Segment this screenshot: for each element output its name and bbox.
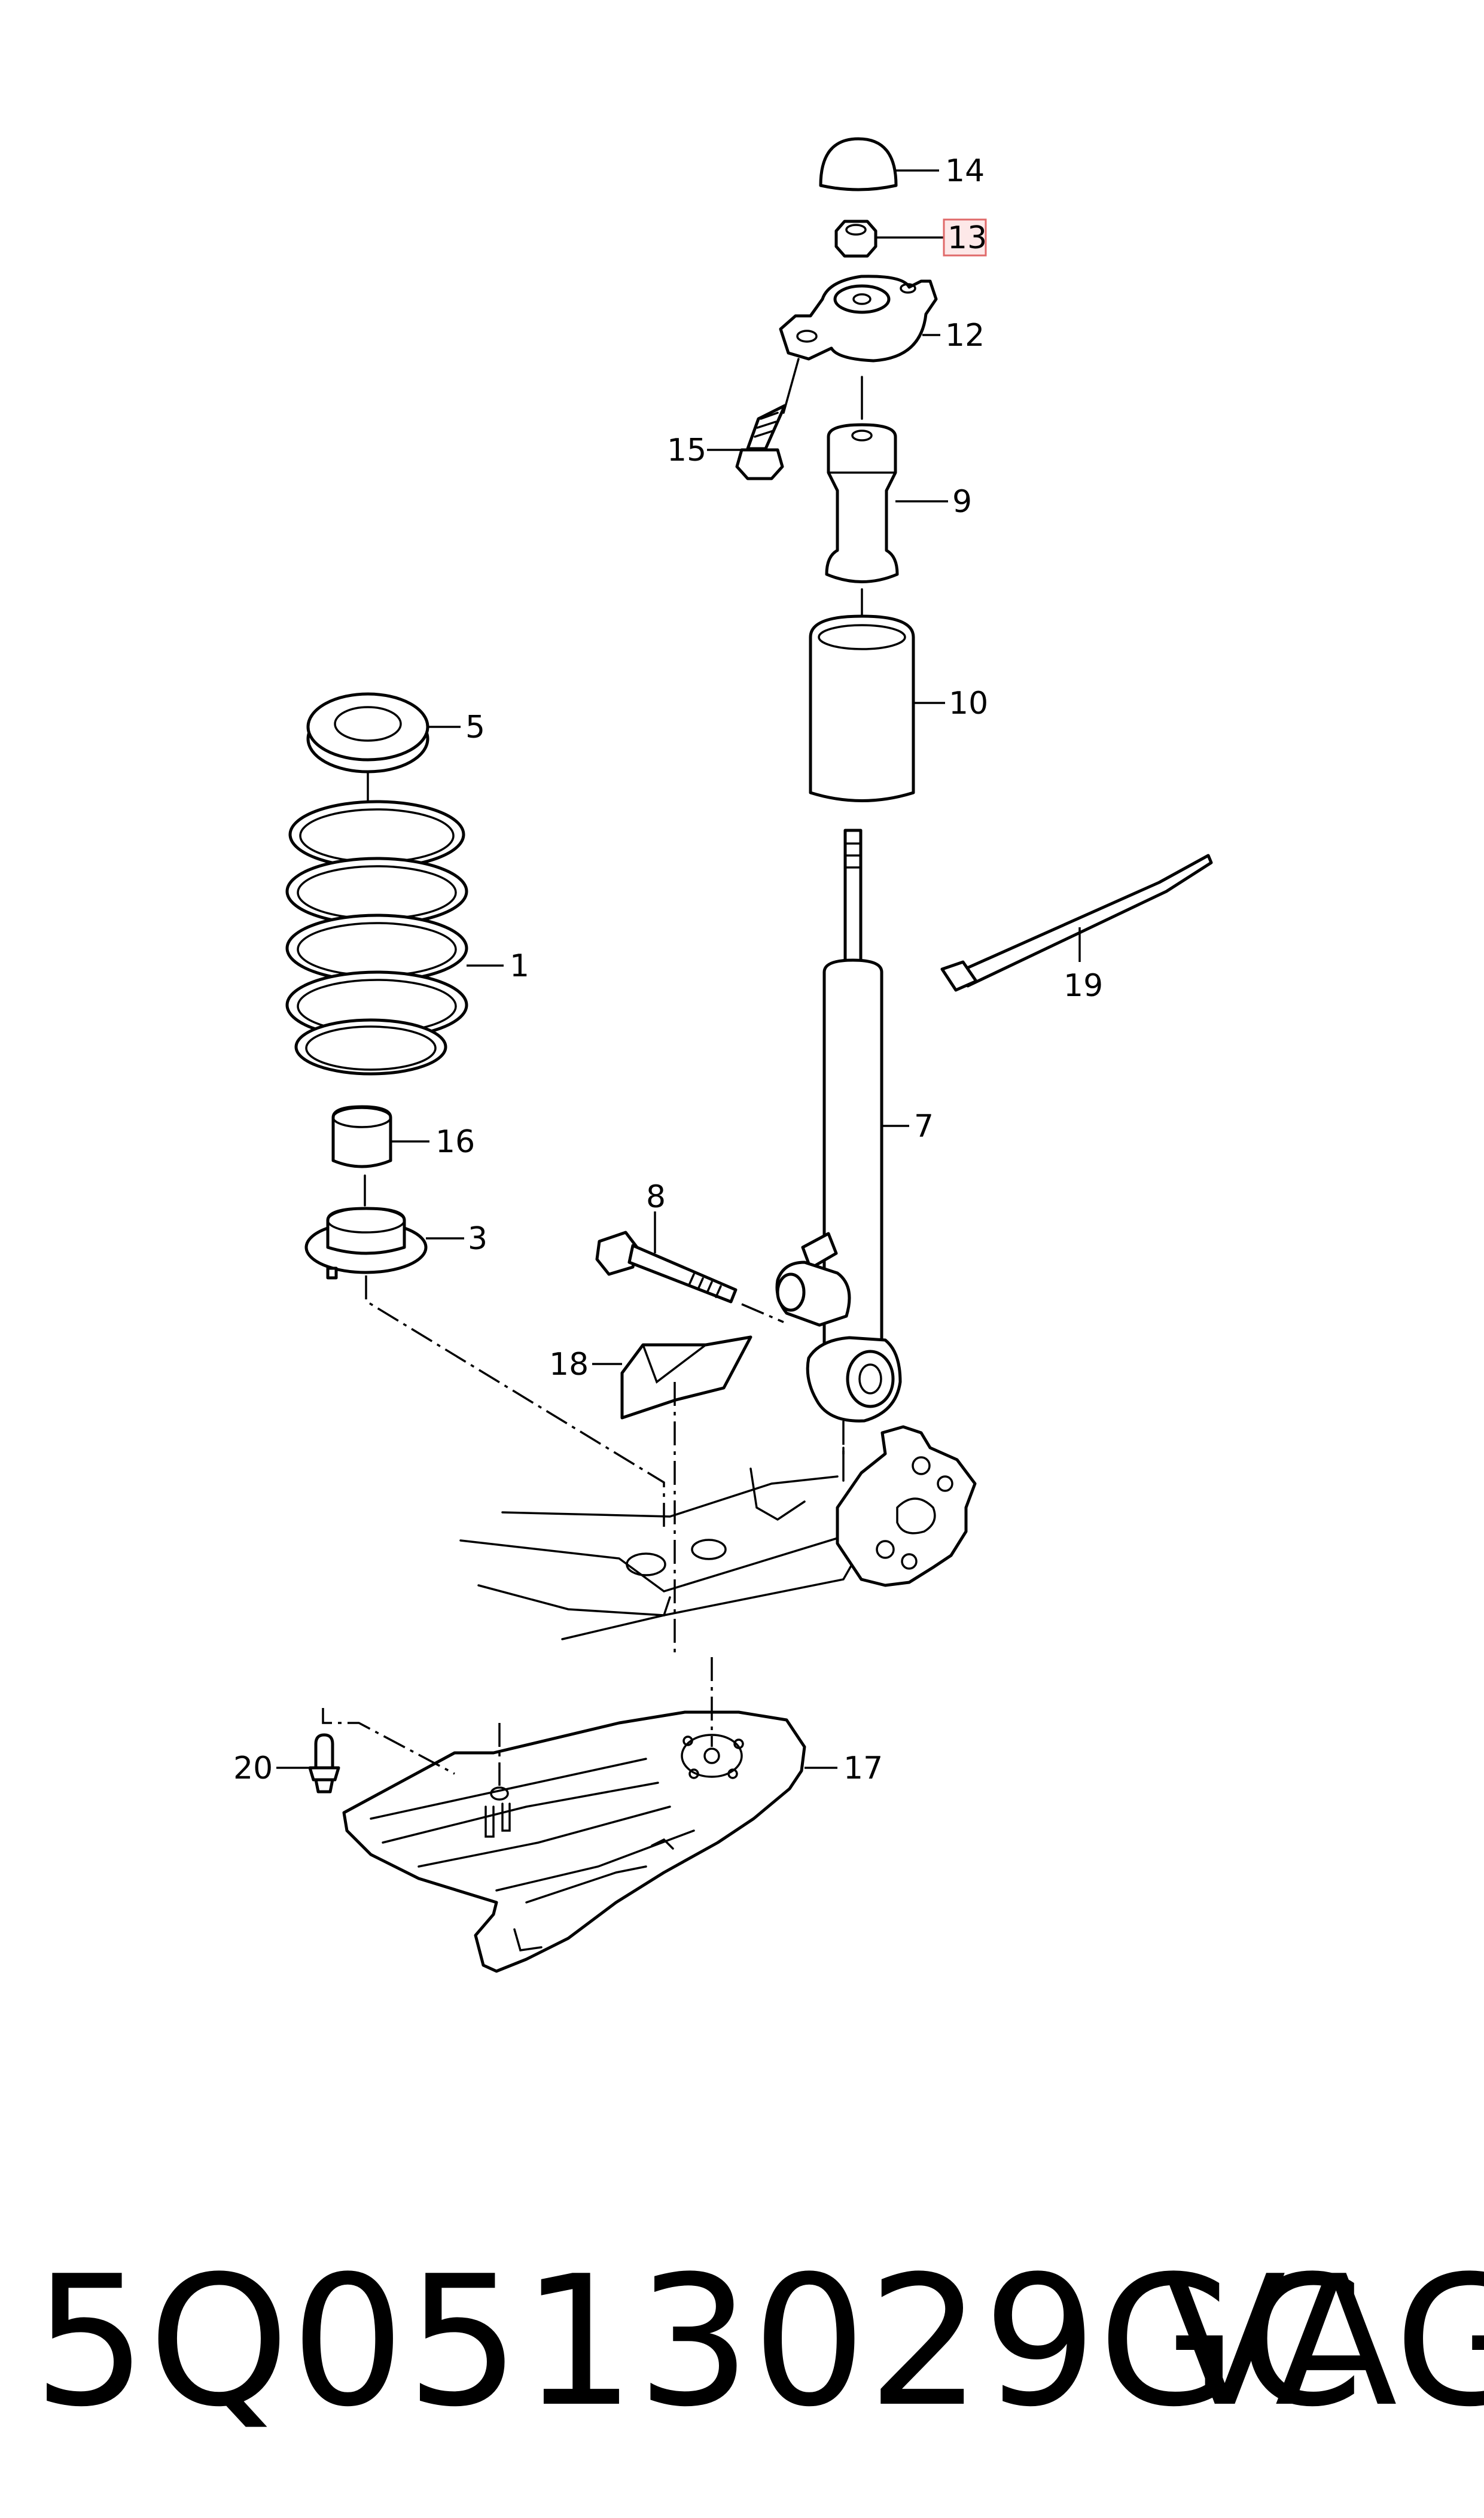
part-18-bracket	[592, 1335, 752, 1420]
callout-9: 9	[952, 484, 972, 520]
part-8-bolt	[595, 1211, 784, 1323]
part-9-bump-stop	[825, 423, 948, 623]
callout-12: 12	[945, 318, 985, 354]
part-20-clip	[276, 1733, 340, 1794]
callout-14: 14	[945, 153, 985, 189]
callout-19: 19	[1064, 968, 1103, 1004]
part-5-spring-pad	[306, 692, 461, 806]
callout-15: 15	[667, 433, 706, 468]
part-10-protective-tube	[809, 614, 945, 802]
callout-5: 5	[465, 710, 485, 745]
part-13-nut	[834, 218, 987, 258]
callout-3: 3	[468, 1221, 487, 1257]
callout-1: 1	[510, 948, 529, 984]
callout-labels: 14 13 12 15 9 10 5 1 19 7 16 8 3 18 17 2…	[233, 153, 1103, 1786]
callout-7: 7	[914, 1109, 934, 1144]
part-7-shock-absorber	[775, 829, 909, 1423]
callout-18: 18	[549, 1347, 589, 1383]
part-19-cable-tie	[940, 854, 1213, 992]
part-3-spring-seat	[304, 1207, 464, 1280]
callout-13: 13	[947, 220, 987, 256]
assembly-lines	[322, 1275, 845, 1786]
part-14-dust-cap	[819, 137, 939, 191]
brand-label: VAG	[1163, 2237, 1484, 2446]
part-17-underbody-cover	[342, 1710, 837, 1973]
part-12-top-mount	[779, 275, 940, 420]
highlight-box-13	[943, 218, 987, 257]
rear-axle-beam	[459, 1425, 977, 1640]
callout-20: 20	[233, 1750, 273, 1786]
part-1-coil-spring	[285, 800, 504, 1076]
callout-10: 10	[949, 686, 988, 721]
callout-16: 16	[435, 1124, 475, 1160]
callout-17: 17	[843, 1750, 883, 1786]
callout-8: 8	[646, 1179, 666, 1215]
part-15-bolt	[707, 358, 800, 480]
part-16-buffer	[331, 1105, 429, 1207]
part-number: 5Q0513029GC	[33, 2237, 1366, 2446]
